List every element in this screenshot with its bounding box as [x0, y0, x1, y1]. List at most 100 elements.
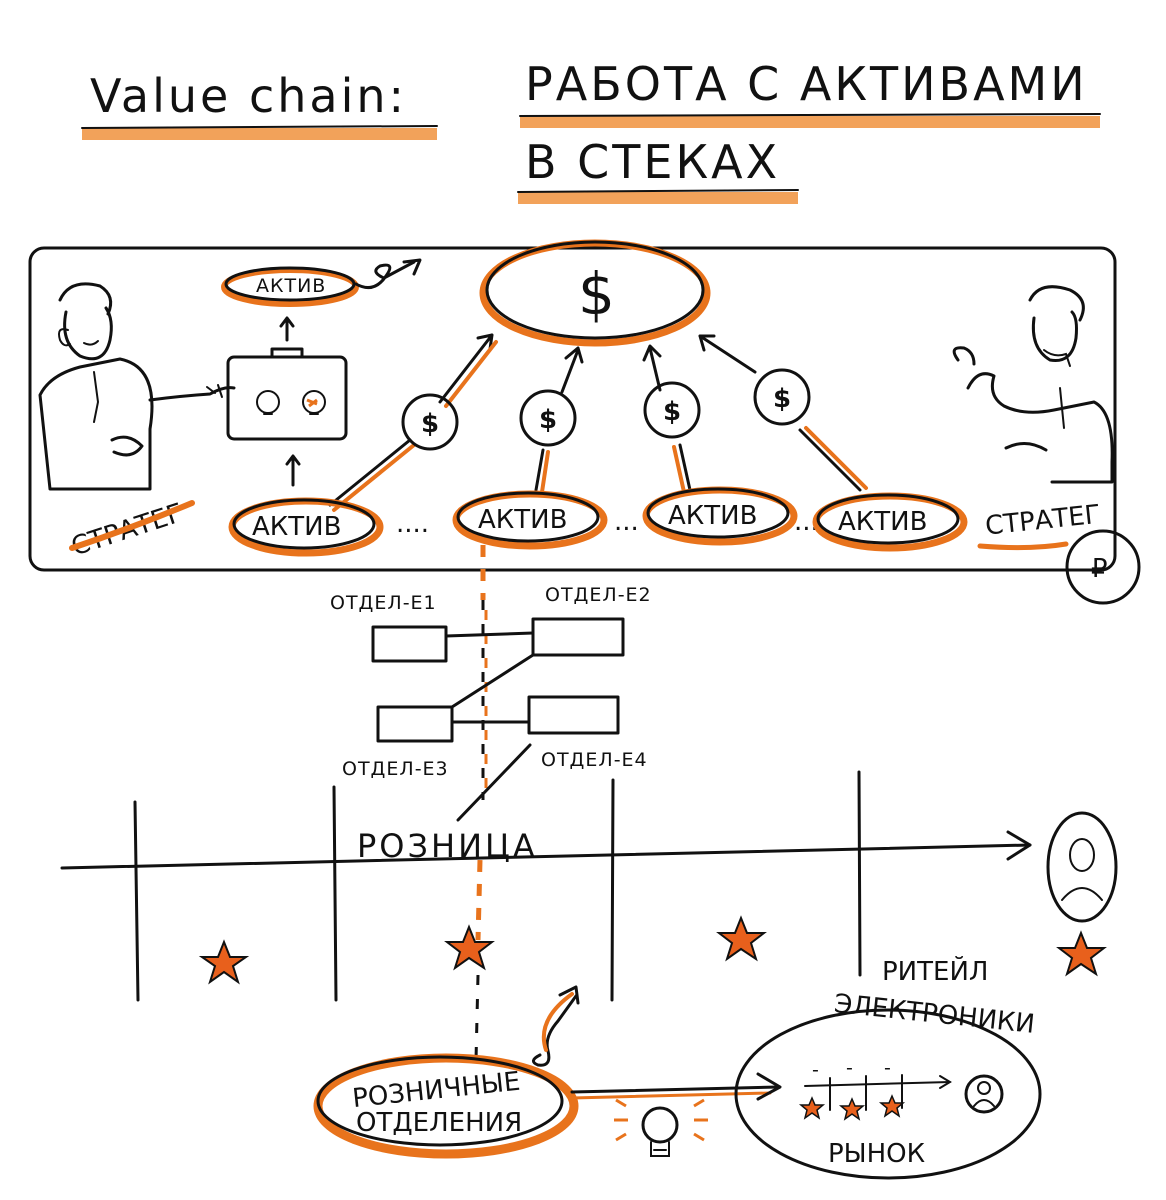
- title-value-chain: Value chain:: [90, 69, 407, 123]
- flow-line-4-accent: [804, 426, 868, 490]
- briefcase-icon: [226, 347, 348, 441]
- departments-block: ОТДЕЛ-Е1 ОТДЕЛ-Е2 ОТДЕЛ-Е3 ОТДЕЛ-Е4: [330, 584, 652, 822]
- top-asset-oval-accent: [221, 267, 359, 307]
- department-1-label: ОТДЕЛ-Е1: [330, 592, 437, 614]
- flow-arrow-4: [698, 334, 757, 374]
- dots-1: ....: [396, 509, 429, 539]
- ruble-coin: [1065, 529, 1141, 605]
- dots-2: ...: [614, 507, 639, 537]
- star-icons: [198, 915, 1107, 985]
- flow-line-2-accent: [540, 450, 550, 494]
- svg-text:$: $: [663, 397, 681, 427]
- department-3-label: ОТДЕЛ-Е3: [342, 758, 449, 780]
- department-3-box: [376, 705, 454, 743]
- department-2-label: ОТДЕЛ-Е2: [545, 584, 652, 606]
- retail-branches: РОЗНИЧНЫЕ ОТДЕЛЕНИЯ: [313, 985, 580, 1159]
- flow-line-1-accent: [332, 443, 416, 512]
- case-to-asset-arrow: [279, 316, 295, 342]
- flow-line-3-accent: [672, 445, 686, 494]
- dashed-link-lower-accent: [475, 859, 483, 941]
- market-title-line1: РИТЕЙЛ: [882, 955, 988, 987]
- top-panel-frame: [28, 246, 1117, 572]
- star-icon: [798, 1096, 826, 1120]
- star-icon: [444, 924, 495, 971]
- flow-arrow-2: [560, 346, 584, 394]
- flow-arrow-1-accent: [444, 340, 498, 408]
- to-market-arrow-accent: [570, 1091, 772, 1100]
- dashed-link-lower: [474, 974, 480, 1061]
- svg-text:АКТИВ: АКТИВ: [478, 505, 567, 535]
- star-icon: [716, 915, 767, 962]
- coin-1: $: [401, 393, 459, 451]
- flow-arrow-3: [642, 344, 662, 392]
- title-right-underline-1: [520, 116, 1100, 128]
- coin-4: $: [753, 368, 811, 426]
- department-2-box: [531, 617, 625, 657]
- strategist-right-underline: [977, 541, 1069, 551]
- revenue-oval: [485, 240, 705, 340]
- flow-line-2: [534, 448, 545, 492]
- title-left-underline-ink: [81, 125, 438, 129]
- svg-text:-: -: [846, 1057, 854, 1079]
- title-right-underline-2: [518, 192, 798, 204]
- retail-axis-arrowhead: [1006, 830, 1032, 861]
- star-icon: [878, 1094, 906, 1118]
- dept-2-3-link: [450, 653, 535, 709]
- department-4-box: [527, 695, 620, 735]
- department-4-label: ОТДЕЛ-Е4: [541, 749, 648, 771]
- customer-icon: [964, 1074, 1004, 1114]
- retail-growth-arrow: [532, 994, 578, 1067]
- asset-1: АКТИВ: [228, 497, 384, 557]
- retail-axis: РОЗНИЦА: [60, 770, 1032, 1002]
- title-work-with-assets: РАБОТА С АКТИВАМИ: [525, 57, 1088, 111]
- revenue-dollar-sign: $: [578, 260, 615, 328]
- retail-branches-line2: ОТДЕЛЕНИЯ: [356, 1108, 522, 1138]
- asset-2: АКТИВ: [452, 490, 608, 550]
- flow-line-4: [798, 428, 862, 492]
- strategist-right-figure: [952, 285, 1114, 484]
- title-in-stacks: В СТЕКАХ: [525, 135, 780, 189]
- title-left-underline: [82, 128, 437, 140]
- dept-1-2-link: [444, 631, 535, 638]
- title-block: Value chain: РАБОТА С АКТИВАМИ В СТЕКАХ: [81, 57, 1101, 204]
- retail-branches-line1: РОЗНИЧНЫЕ: [351, 1067, 522, 1114]
- to-market-arrow-head: [756, 1072, 782, 1101]
- strategist-left-underline: [69, 500, 195, 551]
- title-right-underline-1-ink: [519, 113, 1101, 117]
- top-panel: $ АКТИВ СТРАТЕГ: [28, 239, 1141, 605]
- svg-text:$: $: [539, 405, 557, 435]
- svg-text:$: $: [421, 409, 439, 439]
- retail-axis-line: [60, 843, 1032, 870]
- flow-arrow-1: [438, 333, 494, 404]
- department-1-box: [371, 625, 448, 663]
- growth-arrow-head: [402, 258, 422, 276]
- flow-line-1: [328, 438, 412, 507]
- svg-text:АКТИВ: АКТИВ: [252, 512, 341, 542]
- to-market-arrow: [570, 1085, 780, 1094]
- svg-text:АКТИВ: АКТИВ: [838, 507, 927, 537]
- market-label: РЫНОК: [828, 1139, 925, 1169]
- star-icon: [1056, 930, 1107, 977]
- customer-icon: [1046, 811, 1118, 923]
- asset-3: АКТИВ: [642, 486, 798, 546]
- star-icon: [838, 1097, 866, 1121]
- svg-text:-: -: [884, 1057, 892, 1079]
- title-right-underline-2-ink: [517, 189, 799, 193]
- svg-text:$: $: [773, 384, 791, 414]
- retail-growth-arrow-head: [558, 985, 580, 1005]
- growth-arrow: [354, 260, 416, 290]
- ruble-symbol: ₽: [1091, 554, 1108, 584]
- top-asset-oval: [224, 266, 356, 302]
- market-title-line2: ЭЛЕКТРОНИКИ: [833, 989, 1037, 1040]
- svg-text:-: -: [812, 1059, 820, 1081]
- flow-line-3: [678, 443, 692, 492]
- retail-growth-arrow-accent: [541, 992, 574, 1052]
- top-asset-label: АКТИВ: [256, 275, 326, 297]
- strategist-left-figure: [38, 282, 236, 491]
- svg-text:АКТИВ: АКТИВ: [668, 501, 757, 531]
- coin-2: $: [519, 389, 577, 447]
- retail-axis-label: РОЗНИЦА: [357, 827, 538, 865]
- asset-to-case-arrow: [285, 454, 301, 487]
- star-icon: [198, 939, 250, 985]
